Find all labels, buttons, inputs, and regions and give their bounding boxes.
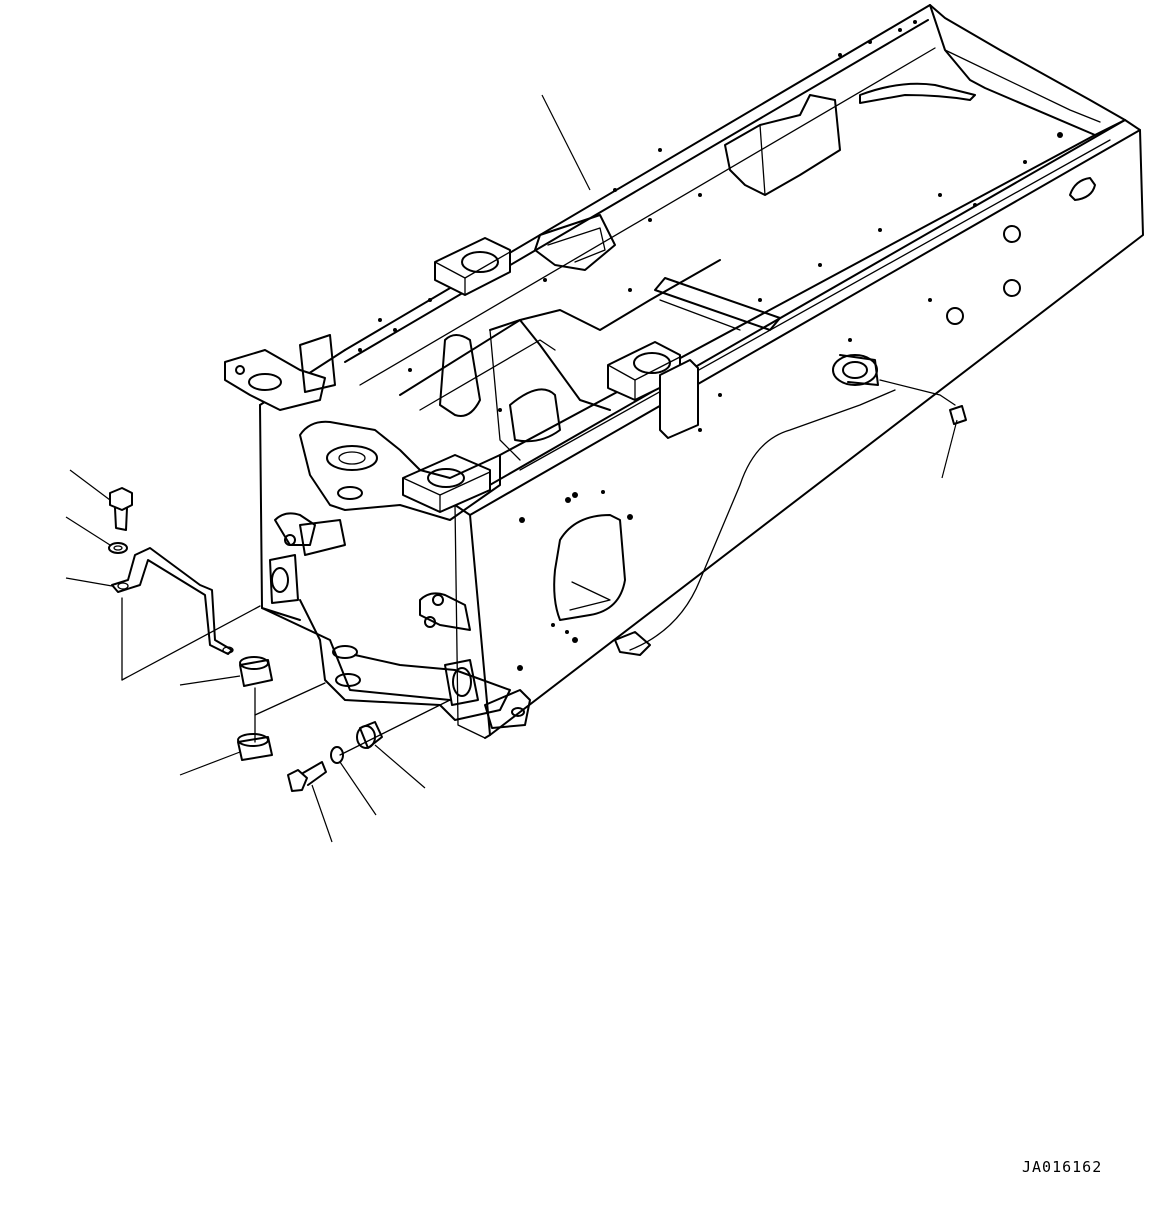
drawing-code: JA016162 [1022,1158,1103,1176]
bracket-bar [111,547,234,655]
bushing-side [356,721,383,749]
rear-frame [224,4,1144,739]
washer-upper [108,542,128,554]
bolt-upper [109,487,133,531]
bushing-lower [237,733,273,761]
bolt-lower [287,761,327,792]
bushing-upper [239,656,273,687]
washer-lower [330,746,344,764]
leader-lines [65,94,958,843]
bolt-holes [358,20,1063,671]
